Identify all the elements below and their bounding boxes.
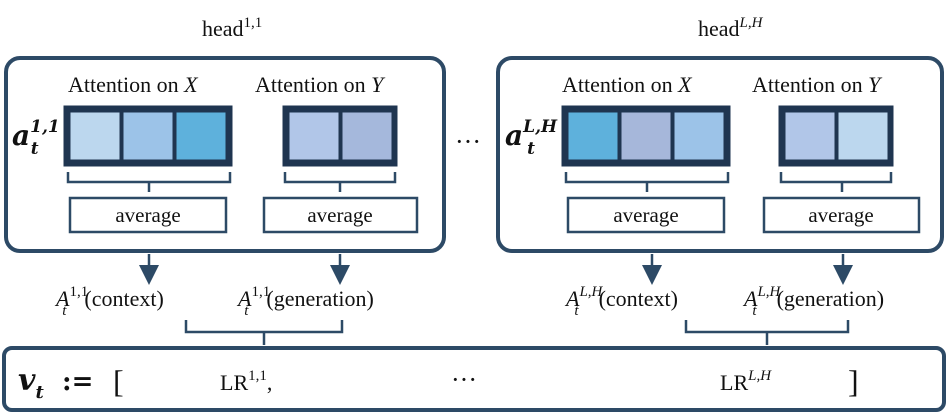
head-L-H-x-cell-3 (671, 109, 727, 163)
head-L-H-x-cells-frame (561, 105, 731, 167)
head-L-H-average-y-label: average (808, 203, 873, 227)
vector-lr-1-1: LR1,1, (220, 368, 272, 395)
head-L-H-x-cell-1 (565, 109, 621, 163)
head-L-H-average-x-label: average (613, 203, 678, 227)
head-1-1-x-cell-3 (173, 109, 229, 163)
head-L-H-x-cell-2 (618, 109, 674, 163)
head-1-1-x-cells-frame (63, 105, 233, 167)
vector-lr-L-H: LRL,H (720, 368, 772, 395)
feature-vector: vt := [ LR1,1, ··· LRL,H ] (2, 346, 946, 412)
head-1-1-x-cell-2 (120, 109, 176, 163)
head-L-H-y-cell-1 (782, 109, 838, 163)
head-1-1-average-x-box (68, 196, 228, 234)
vector-open-bracket: [ (113, 363, 124, 399)
head-L-H-lr-brace (684, 320, 850, 345)
head-1-1-y-cell-1 (286, 109, 342, 163)
head-1-1-average-x-label: average (115, 203, 180, 227)
head-1-1-y-cells-frame (282, 105, 398, 167)
head-L-H-attention-x-label: Attention on X (562, 72, 693, 97)
head-1-1-x-cell-1 (67, 109, 123, 163)
head-L-H-title: headL,H (698, 15, 764, 41)
head-1-1-attention-x-label: Attention on X (68, 72, 199, 97)
head-1-1-x-brace (66, 172, 232, 192)
vector-v-label: vt (18, 363, 44, 403)
vector-assign: := (62, 367, 93, 397)
head-L-H-group: headL,H Attention on X Attention on Y aL… (496, 15, 944, 345)
head-1-1-attention-y-label: Attention on Y (255, 72, 386, 97)
head-L-H-x-brace (564, 172, 730, 192)
head-1-1-group: head1,1 Attention on X Attention on Y a1… (4, 15, 446, 345)
head-1-1-y-brace (283, 172, 397, 192)
head-L-H-y-cells-frame (778, 105, 894, 167)
head-L-H-average-x-box (566, 196, 726, 234)
vector-close-bracket: ] (848, 363, 859, 399)
feature-vector-box (2, 346, 946, 412)
heads-ellipsis: ··· (455, 127, 481, 156)
head-1-1-y-cell-2 (339, 109, 395, 163)
head-1-1-average-y-label: average (307, 203, 372, 227)
head-L-H-attention-y-label: Attention on Y (752, 72, 883, 97)
head-L-H-y-cell-2 (835, 109, 891, 163)
head-1-1-title: head1,1 (202, 15, 262, 41)
head-1-1-average-y-box (262, 196, 419, 234)
head-1-1-lr-brace (184, 320, 344, 345)
head-L-H-y-brace (779, 172, 893, 192)
head-L-H-average-y-box (762, 196, 921, 234)
vector-ellipsis: ··· (451, 365, 477, 394)
